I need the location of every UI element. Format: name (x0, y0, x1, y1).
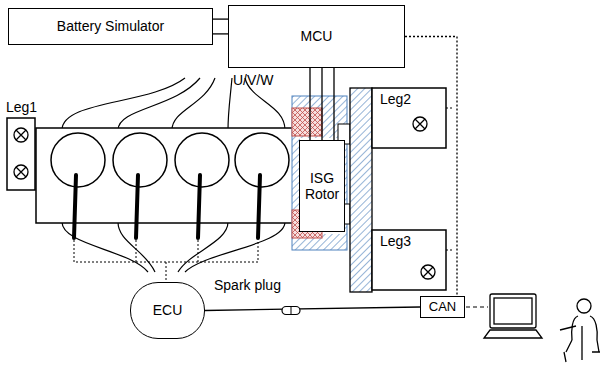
mounting-plate (350, 88, 372, 292)
mcu-box: MCU (228, 5, 405, 68)
laptop-icon (484, 294, 542, 338)
phase-cables (310, 68, 334, 140)
node-text: ISG Rotor (300, 170, 344, 202)
ignition-wires (74, 240, 258, 282)
isg-rotor: ISG Rotor (299, 140, 345, 232)
node-text: ECU (153, 302, 183, 318)
part-label: Spark plug (214, 278, 281, 293)
load-cell-symbol (14, 128, 28, 179)
node-text: MCU (301, 28, 333, 44)
phase-label: U/V/W (233, 73, 273, 88)
exhaust-manifold (62, 222, 285, 272)
leg-label: Leg1 (6, 100, 37, 115)
operator-icon (560, 299, 600, 362)
can-box: CAN (420, 296, 465, 318)
motor-mount-leg (372, 88, 446, 148)
cable-connector (213, 19, 228, 34)
signal-wire (405, 37, 457, 297)
battery-simulator-box: Battery Simulator (8, 8, 213, 45)
cylinders (51, 133, 289, 187)
can-link (466, 307, 488, 308)
node-text: Battery Simulator (57, 18, 164, 34)
leg-label: Leg3 (380, 234, 411, 249)
sensor-wires (446, 108, 452, 250)
leg-label: Leg2 (380, 92, 411, 107)
load-cell-symbol (413, 117, 435, 279)
engine-mount-leg (7, 118, 35, 190)
cable-connector (205, 307, 420, 315)
spark-plugs (74, 175, 260, 238)
motor-mount-leg (372, 230, 446, 290)
stator-winding (292, 108, 322, 136)
node-text: CAN (429, 300, 456, 315)
isg-housing (292, 96, 347, 250)
ecu-box: ECU (130, 282, 205, 339)
